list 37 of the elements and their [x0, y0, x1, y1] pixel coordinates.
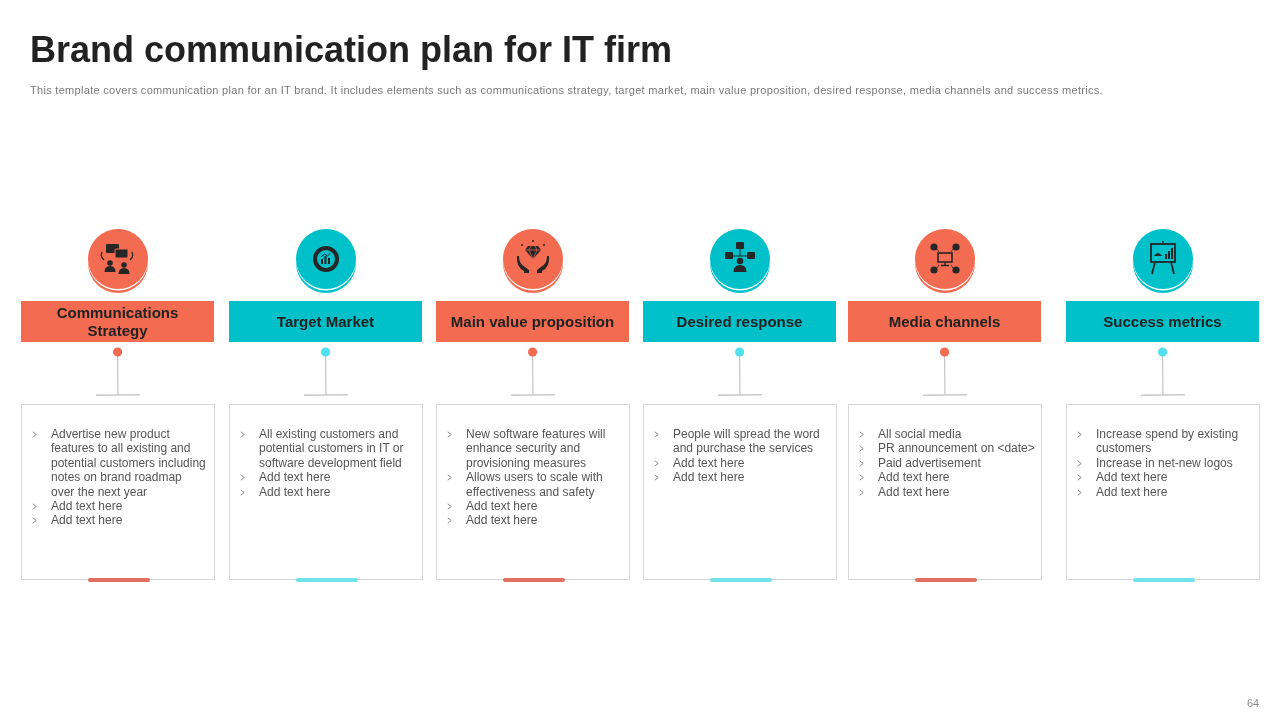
- bullet-text: Add text here: [51, 499, 123, 514]
- bullet-text: Add text here: [1096, 484, 1168, 500]
- bullet-text: Add text here: [51, 513, 123, 528]
- bullet-text: Increase in net-new logos: [1096, 455, 1233, 471]
- bullet-text: All existing customers and potential customers in IT or software development field: [259, 427, 405, 471]
- bullet-text: Add text here: [673, 455, 745, 471]
- subtitle-text: This template covers communication plan for an IT brand. It includes elements such as communications strategy, target market, main value proposition, desired response, media channels and success metrics.: [30, 84, 1103, 97]
- bullet-text: New software features will enhance security and provisioning measures: [466, 427, 607, 471]
- bullet-text: People will spread the word and purchase the services: [673, 427, 821, 456]
- text-card: [229, 404, 423, 580]
- category-banner: Success metrics: [1066, 301, 1259, 342]
- bullet-text: Add text here: [259, 470, 331, 485]
- category-banner: Media channels: [848, 301, 1041, 342]
- category-banner: Main value proposition: [436, 301, 629, 342]
- text-card: [1066, 404, 1260, 580]
- bullet-text: Advertise new product features to all existing and potential customers including notes on brand roadmap over the next year: [51, 427, 207, 500]
- text-card: [21, 404, 215, 580]
- text-card: [848, 404, 1042, 580]
- category-banner: Communications Strategy: [21, 301, 214, 342]
- category-banner: Target Market: [229, 301, 422, 342]
- category-banner: Desired response: [643, 301, 836, 342]
- bullet-text: All social media: [878, 427, 962, 442]
- bullet-text: Paid advertisement: [878, 455, 981, 471]
- bullet-text: Add text here: [878, 470, 950, 485]
- bullet-text: Add text here: [466, 499, 538, 514]
- text-card: [436, 404, 630, 580]
- bullet-text: Add text here: [466, 513, 538, 528]
- slide-title: Brand communication plan for IT firm: [30, 28, 673, 72]
- bullet-text: Allows users to scale with effectiveness and safety: [466, 470, 604, 500]
- bullet-text: Add text here: [878, 484, 950, 500]
- text-card: [643, 404, 837, 580]
- bullet-text: PR announcement on <date>: [878, 441, 1035, 456]
- bullet-text: Add text here: [259, 484, 331, 500]
- bullet-text: Increase spend by existing customers: [1096, 427, 1240, 456]
- bullet-text: Add text here: [1096, 470, 1168, 485]
- page-number: 64: [1247, 697, 1260, 710]
- bullet-text: Add text here: [673, 470, 745, 485]
